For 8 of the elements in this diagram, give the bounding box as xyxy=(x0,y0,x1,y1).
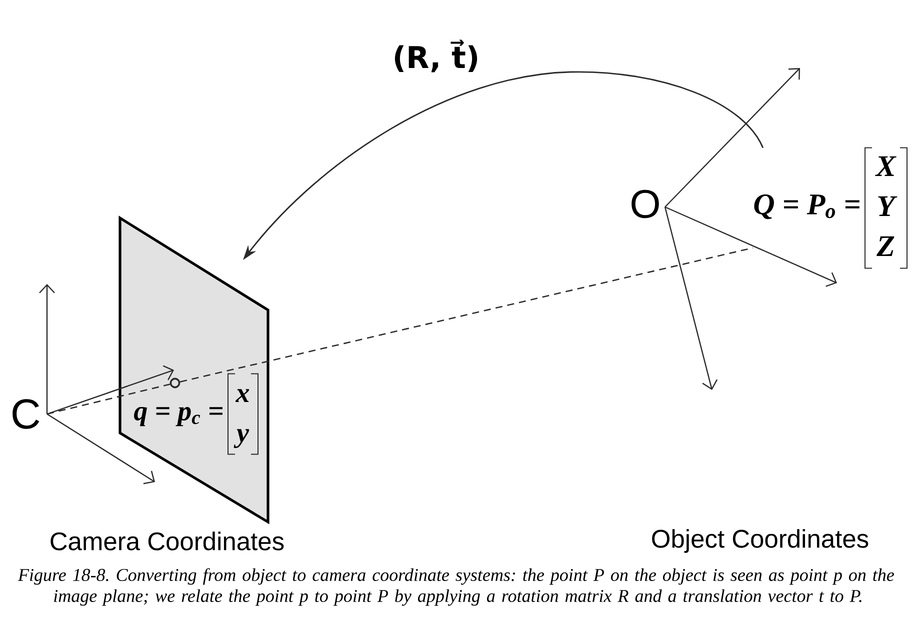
origin-label: C xyxy=(12,399,40,429)
edge-label: (R, t⃗) xyxy=(391,38,481,74)
coordinate-equation: Q = P$_{o}$ = X Y Z xyxy=(754,147,908,269)
frame-label: Object Coordinates xyxy=(652,529,868,553)
origin-label: O xyxy=(632,190,659,218)
image-point-marker xyxy=(170,378,180,388)
frame-label: Camera Coordinates xyxy=(50,532,284,550)
figure-caption: Figure 18-8. Converting from object to camera coordinate systems: the point P on the object is seen as point p on the image plane; we relate the point p to point P by applying a rotation matrix R and a translation vector t to P. xyxy=(18,568,894,606)
